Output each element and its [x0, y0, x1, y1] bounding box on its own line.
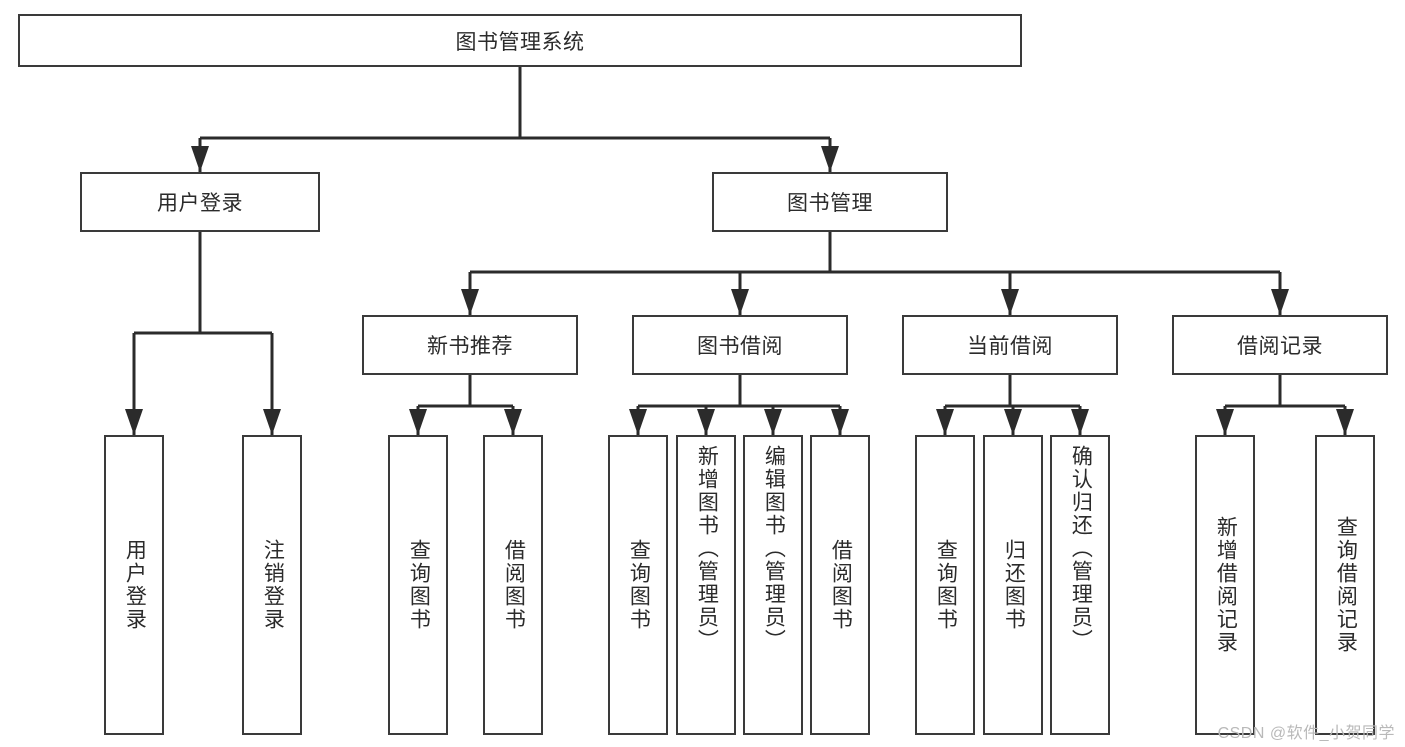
node-current[interactable]: 当前借阅: [902, 315, 1118, 375]
edge-arrowhead: [821, 146, 839, 172]
node-leaf-user-login[interactable]: 用户登录: [104, 435, 164, 735]
node-label: 图书借阅: [697, 335, 783, 358]
edge-arrowhead: [629, 409, 647, 435]
node-label: 确认归还（管理员）: [1069, 445, 1093, 652]
edge-arrowhead: [764, 409, 782, 435]
node-bookmgmt[interactable]: 图书管理: [712, 172, 948, 232]
edge-arrowhead: [263, 409, 281, 435]
node-label: 归还图书: [1002, 539, 1026, 631]
node-leaf-borrow-book-1[interactable]: 借阅图书: [483, 435, 543, 735]
edge-arrowhead: [1004, 409, 1022, 435]
node-label: 新增图书（管理员）: [695, 445, 719, 652]
node-borrow[interactable]: 图书借阅: [632, 315, 848, 375]
node-leaf-query-book-2[interactable]: 查询图书: [608, 435, 668, 735]
edge-arrowhead: [191, 146, 209, 172]
edge-arrowhead: [1336, 409, 1354, 435]
node-leaf-return-book[interactable]: 归还图书: [983, 435, 1043, 735]
node-label: 新增借阅记录: [1214, 516, 1238, 654]
node-newbook[interactable]: 新书推荐: [362, 315, 578, 375]
node-label: 查询借阅记录: [1334, 516, 1358, 654]
edge-arrowhead: [1071, 409, 1089, 435]
node-label: 用户登录: [157, 192, 243, 215]
node-leaf-add-book[interactable]: 新增图书（管理员）: [676, 435, 736, 735]
edge-arrowhead: [831, 409, 849, 435]
node-label: 当前借阅: [967, 335, 1053, 358]
node-label: 图书管理系统: [455, 30, 585, 54]
edge-arrowhead: [461, 289, 479, 315]
edge-arrowhead: [936, 409, 954, 435]
node-label: 查询图书: [407, 539, 431, 631]
watermark-label: CSDN @软件_小贺同学: [1217, 725, 1395, 742]
node-label: 借阅图书: [829, 539, 853, 631]
node-label: 用户登录: [123, 539, 147, 631]
node-leaf-query-book-1[interactable]: 查询图书: [388, 435, 448, 735]
node-leaf-query-book-3[interactable]: 查询图书: [915, 435, 975, 735]
node-login[interactable]: 用户登录: [80, 172, 320, 232]
edge-arrowhead: [1271, 289, 1289, 315]
edge-arrowhead: [504, 409, 522, 435]
edge-arrowhead: [1001, 289, 1019, 315]
node-label: 借阅图书: [502, 539, 526, 631]
node-label: 查询图书: [934, 539, 958, 631]
node-leaf-add-record[interactable]: 新增借阅记录: [1195, 435, 1255, 735]
edge-arrowhead: [409, 409, 427, 435]
node-leaf-edit-book[interactable]: 编辑图书（管理员）: [743, 435, 803, 735]
node-leaf-logout[interactable]: 注销登录: [242, 435, 302, 735]
node-label: 新书推荐: [427, 335, 513, 358]
edge-arrowhead: [731, 289, 749, 315]
node-leaf-confirm-return[interactable]: 确认归还（管理员）: [1050, 435, 1110, 735]
node-label: 借阅记录: [1237, 335, 1323, 358]
node-label: 编辑图书（管理员）: [762, 445, 786, 652]
node-label: 图书管理: [787, 192, 873, 215]
node-records[interactable]: 借阅记录: [1172, 315, 1388, 375]
node-leaf-query-record[interactable]: 查询借阅记录: [1315, 435, 1375, 735]
node-leaf-borrow-book-2[interactable]: 借阅图书: [810, 435, 870, 735]
edge-arrowhead: [1216, 409, 1234, 435]
connector-group: [125, 67, 1354, 435]
edge-arrowhead: [697, 409, 715, 435]
node-root[interactable]: 图书管理系统: [18, 14, 1022, 67]
node-label: 查询图书: [627, 539, 651, 631]
node-label: 注销登录: [261, 539, 285, 631]
edge-arrowhead: [125, 409, 143, 435]
